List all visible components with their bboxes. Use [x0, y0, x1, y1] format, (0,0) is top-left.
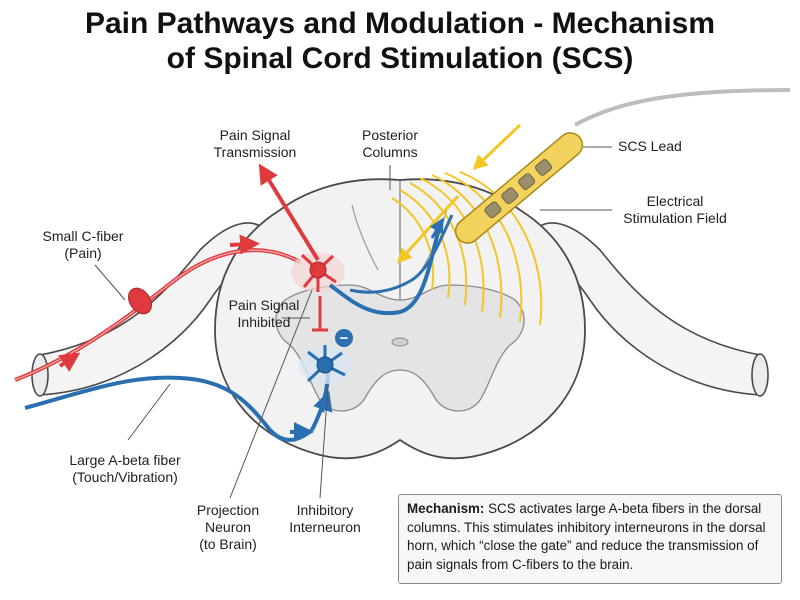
- c-fiber-leader: [94, 264, 126, 301]
- interneuron-leader: [319, 384, 329, 499]
- label-inhibitory-interneuron: Inhibitory Interneuron: [289, 502, 361, 535]
- label-scs-lead: SCS Lead: [618, 138, 682, 154]
- a-beta-leader: [127, 383, 171, 441]
- inhibitory-minus-icon: −: [335, 329, 353, 347]
- stimulation-field: [391, 171, 543, 326]
- mechanism-heading: Mechanism:: [407, 501, 485, 516]
- scs-lead: [454, 88, 791, 244]
- inhibition-symbol: [312, 296, 328, 332]
- a-beta-fiber: [24, 214, 454, 442]
- label-pain-signal-transmission: Pain Signal Transmission: [213, 127, 297, 160]
- label-electrical-stimulation-field: Electrical Stimulation Field: [623, 193, 727, 226]
- diagram-title: Pain Pathways and Modulation - Mechanism…: [0, 6, 800, 76]
- mechanism-box: Mechanism: SCS activates large A-beta fi…: [398, 494, 782, 584]
- svg-text:−: −: [340, 330, 349, 347]
- projection-neuron: [258, 163, 345, 292]
- left-nerve-root: [31, 222, 271, 397]
- projection-leader: [229, 289, 313, 499]
- inhibitory-interneuron: [299, 345, 351, 384]
- label-projection-neuron: Projection Neuron (to Brain): [196, 502, 260, 552]
- label-pain-signal-inhibited: Pain Signal Inhibited: [228, 297, 300, 330]
- title-line-2: of Spinal Cord Stimulation (SCS): [166, 42, 634, 75]
- label-posterior-columns: Posterior Columns: [361, 127, 419, 160]
- stimulation-arrow-top: [472, 123, 522, 171]
- c-fiber: [14, 234, 301, 382]
- label-large-a-beta-fiber: Large A-beta fiber (Touch/Vibration): [69, 452, 181, 485]
- title-line-1: Pain Pathways and Modulation - Mechanism: [84, 7, 716, 40]
- mechanism-text: SCS activates large A-beta fibers in the…: [407, 501, 766, 572]
- label-small-c-fiber: Small C-fiber (Pain): [42, 228, 124, 261]
